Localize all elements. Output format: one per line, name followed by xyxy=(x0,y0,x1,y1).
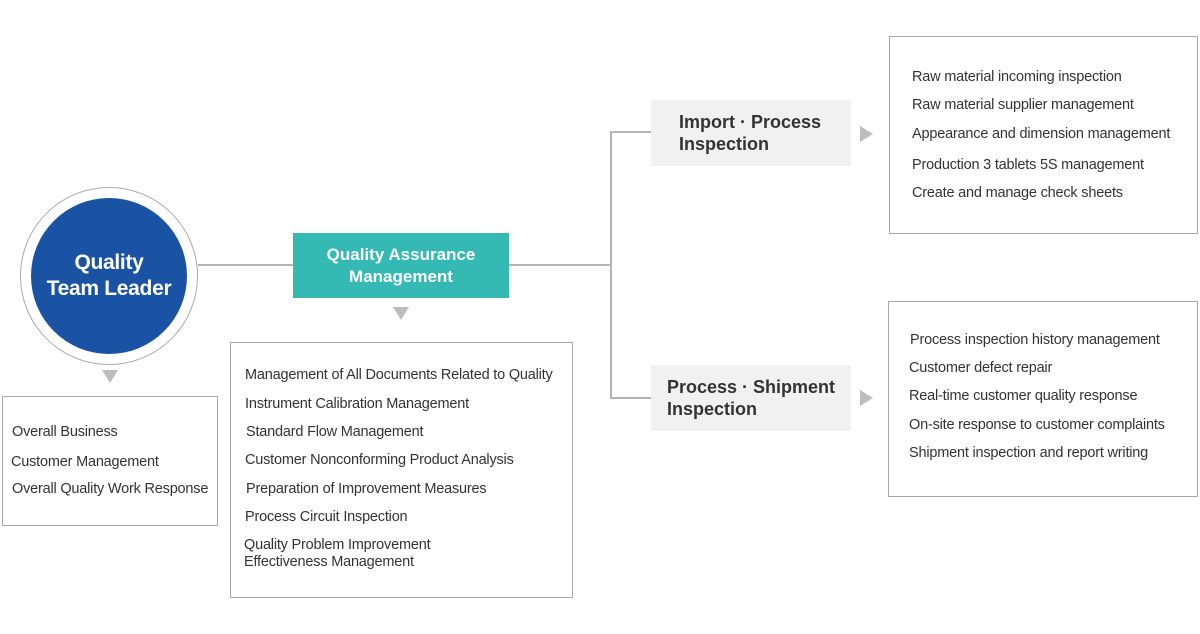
list-item: Process inspection history management xyxy=(910,332,1160,348)
list-item: Management of All Documents Related to Q… xyxy=(245,367,553,383)
list-item: Shipment inspection and report writing xyxy=(909,445,1149,461)
connector-branch-import xyxy=(610,131,651,133)
import-duties-box: Raw material incoming inspection Raw mat… xyxy=(889,36,1198,234)
list-item: Customer defect repair xyxy=(909,360,1053,376)
arrow-down-icon xyxy=(102,370,118,383)
arrow-right-icon xyxy=(860,390,873,406)
connector-leader-qa xyxy=(198,264,293,266)
list-item: Customer Management xyxy=(11,454,159,470)
arrow-down-icon xyxy=(393,307,409,320)
qa-title-line2: Management xyxy=(349,266,453,286)
list-item: Instrument Calibration Management xyxy=(245,396,469,412)
list-item: Production 3 tablets 5S management xyxy=(912,157,1144,173)
list-item: Overall Quality Work Response xyxy=(12,481,209,497)
arrow-right-icon xyxy=(860,126,873,142)
leader-duties-box: Overall Business Customer Management Ove… xyxy=(2,396,218,526)
list-item: Appearance and dimension management xyxy=(912,126,1171,142)
list-item: Preparation of Improvement Measures xyxy=(246,481,487,497)
connector-branch-vertical xyxy=(610,131,612,399)
list-item: Process Circuit Inspection xyxy=(245,509,408,525)
shipment-title-line1: Process · Shipment xyxy=(667,377,836,397)
shipment-title-line2: Inspection xyxy=(667,399,758,419)
qa-duties-box: Management of All Documents Related to Q… xyxy=(230,342,573,598)
import-process-node: Import · Process Inspection xyxy=(651,100,851,166)
qa-node: Quality Assurance Management xyxy=(293,233,509,298)
list-item: Effectiveness Management xyxy=(244,554,414,570)
list-item: Overall Business xyxy=(12,424,118,440)
list-item: Quality Problem Improvement xyxy=(244,537,431,553)
connector-qa-branch xyxy=(509,264,611,266)
list-item: Standard Flow Management xyxy=(246,424,424,440)
import-title-line2: Inspection xyxy=(679,134,770,154)
qa-title-line1: Quality Assurance xyxy=(326,244,476,264)
shipment-duties-box: Process inspection history management Cu… xyxy=(888,301,1198,497)
list-item: Raw material supplier management xyxy=(912,97,1134,113)
process-shipment-node: Process · Shipment Inspection xyxy=(651,365,851,431)
leader-node: Quality Team Leader xyxy=(31,198,187,354)
list-item: On-site response to customer complaints xyxy=(909,417,1165,433)
leader-title-line2: Team Leader xyxy=(46,277,172,300)
list-item: Raw material incoming inspection xyxy=(912,69,1122,85)
list-item: Customer Nonconforming Product Analysis xyxy=(245,452,514,468)
import-title-line1: Import · Process xyxy=(679,112,822,132)
connector-branch-shipment xyxy=(610,397,651,399)
list-item: Real-time customer quality response xyxy=(909,388,1138,404)
leader-title-line1: Quality xyxy=(74,251,144,274)
list-item: Create and manage check sheets xyxy=(912,185,1123,201)
